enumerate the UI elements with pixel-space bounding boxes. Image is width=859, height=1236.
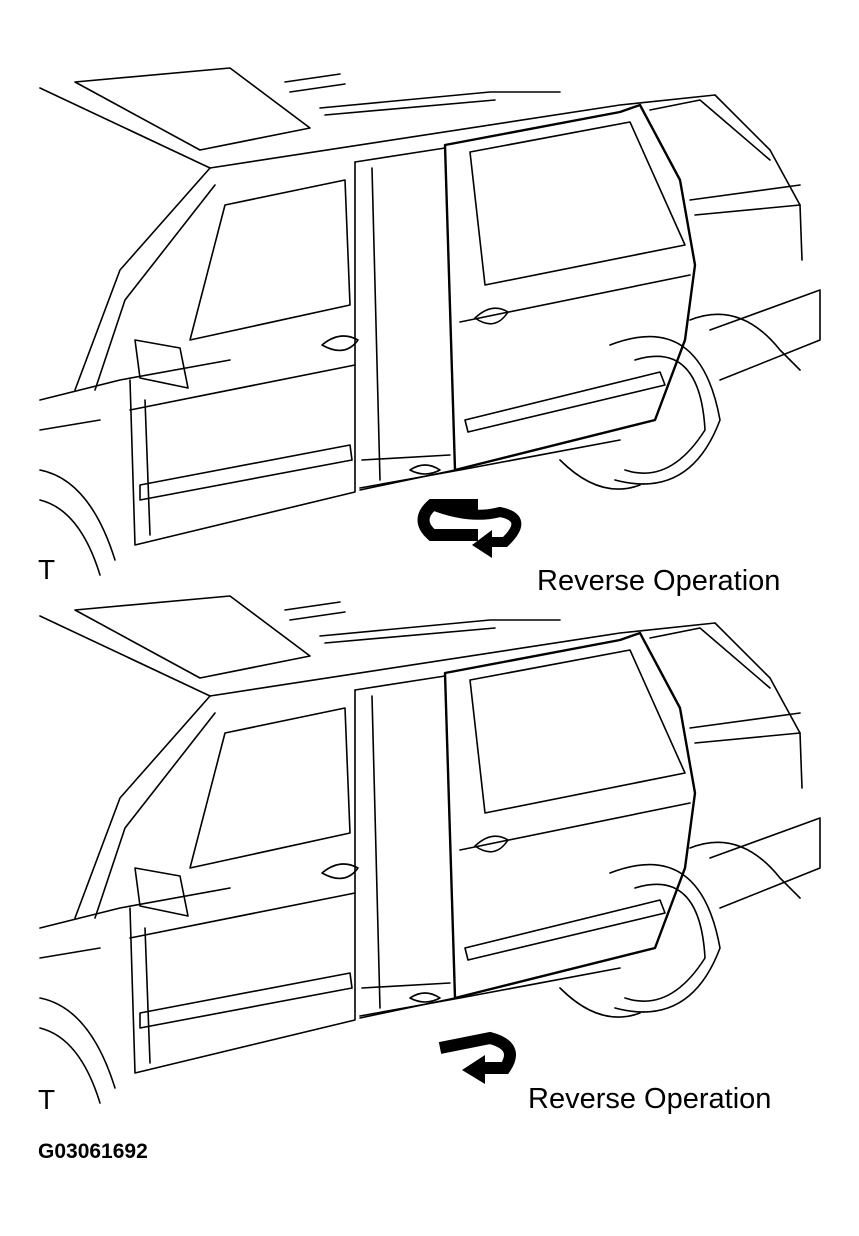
diagram-panel-bottom: T Reverse Operation [0,528,859,1128]
view-marker: T [38,554,56,585]
van-line-drawing [38,66,822,577]
van-line-drawing [38,594,822,1105]
single-curl-arrow [438,1031,516,1084]
caption-label: Reverse Operation [528,1083,772,1115]
figure-code: G03061692 [38,1140,148,1163]
double-curl-arrow [417,499,522,558]
diagram-panel-top: T Reverse Operation [0,0,859,610]
view-marker: T [38,1084,56,1115]
caption-label: Reverse Operation [537,565,781,597]
